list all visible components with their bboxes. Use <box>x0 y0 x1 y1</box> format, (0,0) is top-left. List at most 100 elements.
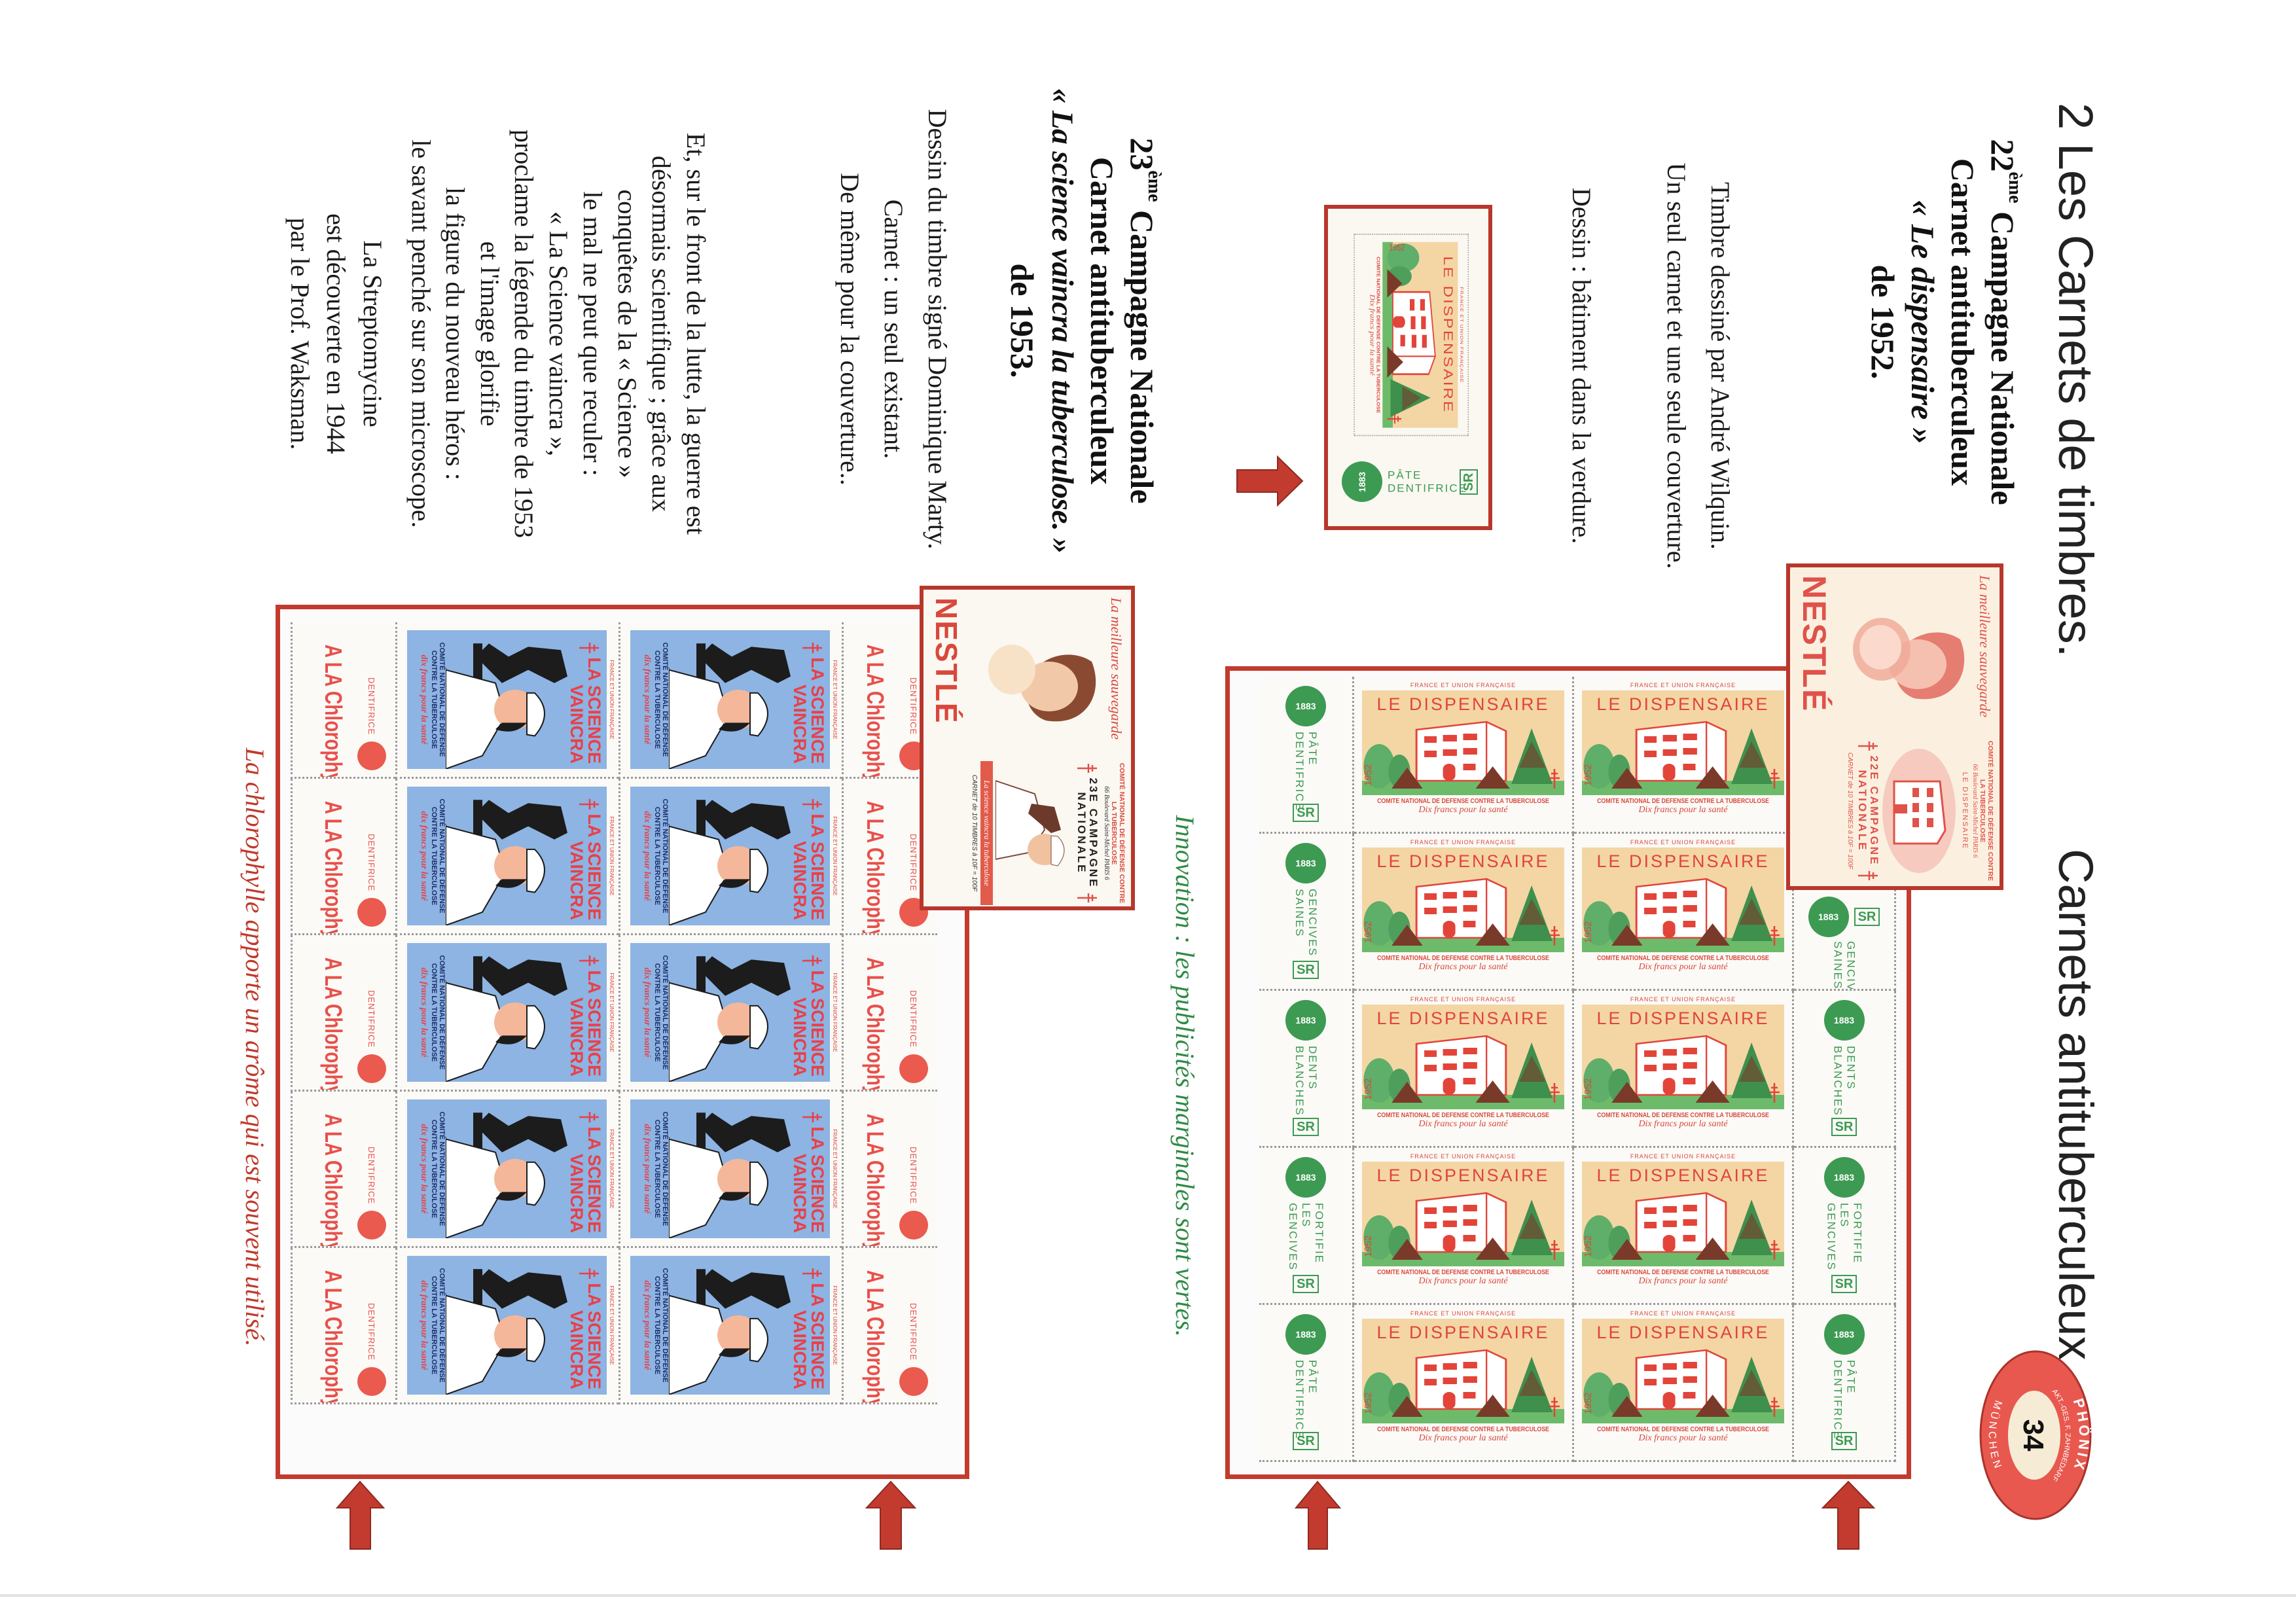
stamp-value: Dix francs pour la santé <box>1638 1276 1728 1286</box>
stamp-country: FRANCE ET UNION FRANÇAISE <box>1410 682 1516 688</box>
stamp-value: Dix francs pour la santé <box>1418 1276 1508 1286</box>
heading-line-2: Carnet antituberculeux <box>1945 158 1981 486</box>
stamp-title: LE DISPENSAIRE <box>1376 1008 1550 1028</box>
ad-brand-mark: SR <box>1854 908 1880 926</box>
stamp-committee: COMITÉ NATIONAL DE DÉFENSE CONTRE LA TUB… <box>430 1111 446 1226</box>
cover-campaign-line-1: 23E CAMPAGNE <box>1087 777 1100 889</box>
stamp-value: Dix francs pour la santé <box>1638 962 1728 972</box>
note-single-carnet: Carnet : un seul existant. <box>879 199 908 459</box>
stamp-value: dix francs pour la santé <box>419 967 429 1058</box>
cross-of-lorraine-icon <box>1077 893 1097 903</box>
stamp-committee: COMITÉ NATIONAL DE DÉFENSE CONTRE LA TUB… <box>430 1268 446 1383</box>
scientist-microscope-illustration <box>996 779 1065 866</box>
stamp-committee: COMITÉ NATIONAL DE DÉFENSE CONTRE LA TUB… <box>430 642 446 757</box>
toothpaste-logo-icon: 1883 <box>1285 1314 1326 1355</box>
cross-of-lorraine-icon <box>1858 871 1878 881</box>
stamp-year: 1952 <box>1389 242 1405 253</box>
stamp-country: FRANCE ET UNION FRANÇAISE <box>609 1129 615 1209</box>
cross-of-lorraine-icon <box>1077 763 1097 773</box>
cross-of-lorraine-icon <box>802 799 822 810</box>
stamp-committee: COMITE NATIONAL DE DEFENSE CONTRE LA TUB… <box>1377 1112 1549 1119</box>
paragraph-line: est découverte en 1944 <box>321 213 351 454</box>
ad-brand: A LA Chlorophylle <box>862 1113 889 1248</box>
paragraph-line: le savant penché sur son microscope. <box>406 139 436 528</box>
stamp-country: FRANCE ET UNION FRANÇAISE <box>609 1285 615 1365</box>
paragraph-line: désormais scientifique ; grâce aux <box>647 155 677 512</box>
dispensary-building-illustration <box>1362 1349 1564 1423</box>
cross-of-lorraine-icon <box>802 1112 822 1122</box>
stamp-title: LE DISPENSAIRE <box>1596 1166 1770 1185</box>
ad-label: DENTIFRICE <box>908 1303 919 1361</box>
heading-line-1: Campagne Nationale <box>1984 203 2021 505</box>
stamp-country: FRANCE ET UNION FRANÇAISE <box>832 1285 838 1365</box>
cross-of-lorraine-icon <box>802 643 822 653</box>
ad-label: DENTIFRICE <box>367 834 377 891</box>
stamp-country: FRANCE ET UNION FRANÇAISE <box>1410 1310 1516 1317</box>
toothpaste-logo-icon: 1883 <box>1823 1157 1865 1198</box>
toothpaste-logo-icon: 1883 <box>1285 843 1326 883</box>
heading-line-1: Campagne Nationale <box>1124 202 1160 504</box>
ad-brand: A LA Chlorophylle <box>320 957 347 1092</box>
paragraph-line: le mal ne peut que reculer : <box>578 191 608 476</box>
stamp-committee: COMITE NATIONAL DE DEFENSE CONTRE LA TUB… <box>1597 1269 1769 1276</box>
brand-logo-icon <box>357 1054 386 1083</box>
stamp-committee: COMITE NATIONAL DE DEFENSE CONTRE LA TUB… <box>1377 1269 1549 1276</box>
ad-text: GENCIVES SAINES <box>1293 889 1319 957</box>
campaign-number: 23 <box>1124 137 1160 171</box>
cover-band: La science vaincra la tuberculose <box>980 761 993 905</box>
carnet-1952-cover-nestle: La meilleure sauvegarde NESTLÉ COMITÉ NA… <box>1786 563 2003 890</box>
paragraph-line: Et, sur le front de la lutte, la guerre … <box>681 132 711 535</box>
page-number: 34 <box>2017 1419 2049 1452</box>
ad-brand: A LA Chlorophylle <box>862 644 889 779</box>
carnet-1952-heading: 22ème Campagne Nationale Carnet antitube… <box>1863 93 2025 551</box>
heading-line-3: « La science vaincra la tuberculose. » <box>1045 88 1079 554</box>
stamp-value: Dix francs pour la santé <box>1368 294 1376 376</box>
cross-of-lorraine-icon <box>579 643 599 653</box>
toothpaste-logo-icon: 1883 <box>1285 686 1326 726</box>
brand-logo-icon <box>899 1054 928 1083</box>
cover-campaign-line-2: NATIONALE <box>1856 770 1869 852</box>
ad-label: DENTIFRICE <box>908 1147 919 1204</box>
stamp-committee: COMITE NATIONAL DE DEFENSE CONTRE LA TUB… <box>1375 257 1381 414</box>
mother-child-illustration <box>988 645 1096 722</box>
ad-label: DENTIFRICE <box>367 990 377 1048</box>
cover-campaign-line-2: NATIONALE <box>1075 792 1088 874</box>
ad-text: PÂTE DENTIFRICE <box>1293 732 1319 812</box>
paragraph-line: La Streptomycine <box>358 240 387 427</box>
stamp-value: Dix francs pour la santé <box>1418 805 1508 815</box>
ordinal-suffix: ème <box>1144 170 1164 202</box>
page-subtitle: Carnets antituberculeux. <box>2049 849 2103 1374</box>
paragraph-line: proclame la légende du timbre de 1953 <box>509 129 539 539</box>
stamp-title: LE DISPENSAIRE <box>1441 256 1456 414</box>
note-cover: De même pour la couverture.. <box>835 173 865 486</box>
